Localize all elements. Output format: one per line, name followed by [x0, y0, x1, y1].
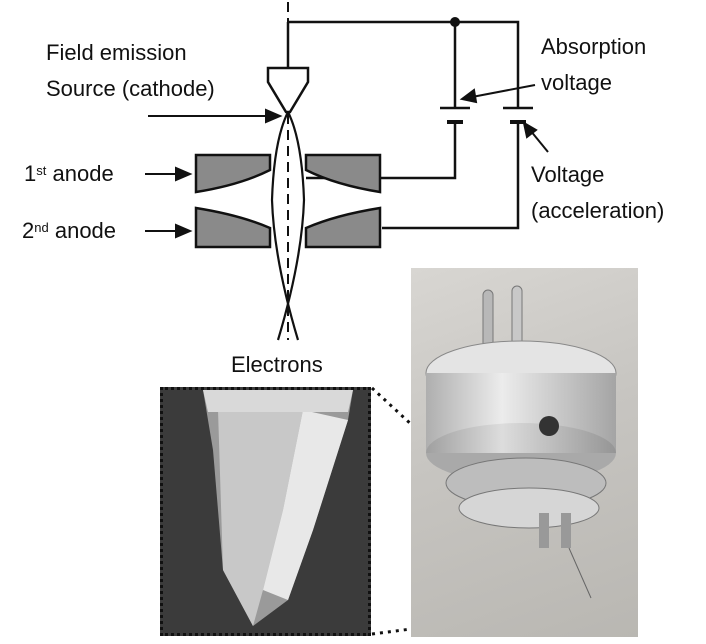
electron-beam: [270, 111, 306, 341]
acceleration-battery-icon: [503, 106, 533, 124]
first-anode-right: [304, 153, 382, 194]
sem-tip-image: [160, 387, 371, 636]
field-emission-label-line1: Field emission: [46, 40, 187, 65]
emitter-assembly-photo: [411, 268, 638, 637]
field-emission-label-line2: Source (cathode): [46, 76, 215, 101]
electrons-label: Electrons: [231, 352, 323, 377]
second-anode-right: [304, 206, 382, 249]
cathode-icon: [266, 66, 310, 114]
second-anode-label: 2nd anode: [22, 218, 117, 243]
voltage-label-line2: (acceleration): [531, 198, 665, 223]
voltage-label-line1: Voltage: [531, 162, 605, 187]
first-anode-left: [194, 153, 272, 194]
absorption-label-line2: voltage: [541, 70, 612, 95]
absorption-label-line1: Absorption: [541, 34, 647, 59]
first-anode-label: 1st anode: [24, 161, 114, 186]
top-wire: [288, 20, 520, 108]
absorption-battery-icon: [440, 106, 470, 124]
second-anode-left: [194, 206, 272, 249]
